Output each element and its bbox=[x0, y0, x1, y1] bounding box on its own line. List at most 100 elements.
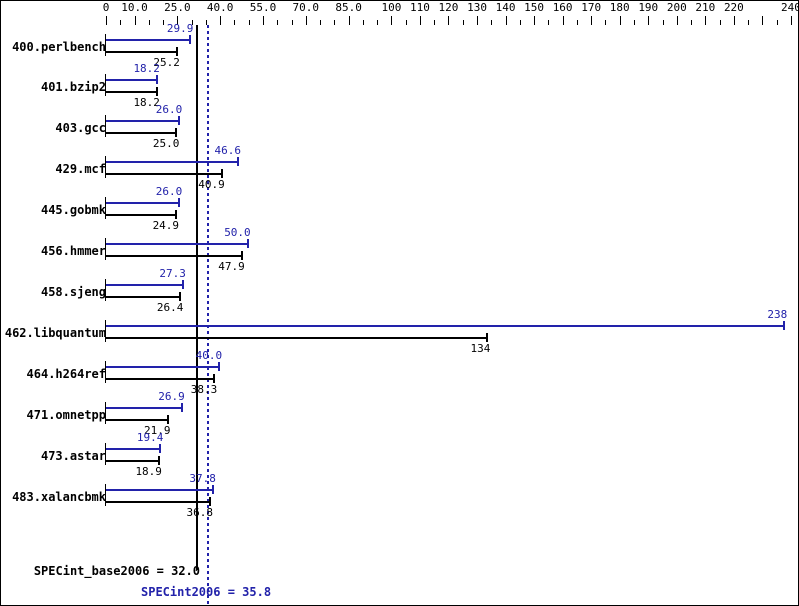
base-value-label: 21.9 bbox=[144, 424, 171, 437]
axis-tick-minor bbox=[519, 20, 521, 25]
axis-tick-label: 180 bbox=[609, 1, 630, 14]
base-bar-endcap bbox=[240, 251, 243, 260]
axis-tick-major bbox=[134, 16, 136, 25]
peak-value-label: 26.9 bbox=[158, 390, 185, 403]
row-left-cap bbox=[105, 115, 106, 137]
axis-tick-major bbox=[505, 16, 507, 25]
axis-tick-major bbox=[177, 16, 179, 25]
peak-bar bbox=[106, 489, 214, 491]
peak-value-label: 19.4 bbox=[136, 431, 164, 444]
base-bar bbox=[106, 501, 212, 503]
peak-value-label: 26.0 bbox=[155, 185, 183, 198]
axis-tick-minor bbox=[691, 20, 693, 25]
base-value-label: 24.9 bbox=[152, 219, 180, 232]
base-value-label: 18.9 bbox=[135, 465, 162, 478]
axis-tick-minor bbox=[491, 20, 493, 25]
axis-tick-minor bbox=[234, 20, 236, 25]
peak-bar-endcap bbox=[178, 198, 181, 207]
base-bar bbox=[106, 296, 182, 298]
axis-tick-minor bbox=[462, 20, 464, 25]
base-bar bbox=[106, 132, 178, 134]
axis-tick-major bbox=[348, 16, 350, 25]
benchmark-row: 471.omnetpp 26.9 21.9 bbox=[1, 391, 798, 437]
benchmark-label: 471.omnetpp bbox=[26, 408, 106, 422]
base-bar-endcap bbox=[486, 333, 489, 342]
axis-tick-label: 120 bbox=[438, 1, 459, 14]
reference-line-base bbox=[196, 25, 199, 570]
axis-tick-label: 220 bbox=[723, 1, 744, 14]
peak-bar bbox=[106, 407, 183, 409]
axis-tick-label: 190 bbox=[638, 1, 659, 14]
benchmark-label: 456.hmmer bbox=[40, 244, 106, 258]
base-bar-endcap bbox=[175, 47, 178, 56]
base-bar-endcap bbox=[179, 292, 182, 301]
peak-value-label: 37.8 bbox=[189, 472, 216, 485]
row-left-cap bbox=[105, 320, 106, 342]
axis-tick-major bbox=[305, 16, 307, 25]
axis-tick-label: 210 bbox=[695, 1, 716, 14]
base-bar-endcap bbox=[220, 169, 223, 178]
axis-tick-label: 150 bbox=[524, 1, 545, 14]
base-bar bbox=[106, 51, 178, 53]
specint-base-summary: SPECint_base2006 = 32.0 bbox=[33, 564, 200, 578]
axis-tick-minor bbox=[434, 20, 436, 25]
base-value-label: 25.0 bbox=[152, 137, 180, 150]
base-value-label: 134 bbox=[470, 342, 491, 355]
axis-tick-major bbox=[562, 16, 564, 25]
axis-tick-minor bbox=[377, 20, 379, 25]
base-bar-endcap bbox=[175, 128, 178, 137]
axis-tick-minor bbox=[120, 20, 122, 25]
base-bar-endcap bbox=[213, 374, 216, 383]
axis-tick-major bbox=[106, 16, 107, 25]
peak-bar bbox=[106, 120, 181, 122]
axis-tick-label: 100 bbox=[381, 1, 402, 14]
axis-tick-major bbox=[762, 16, 764, 25]
axis-tick-label: 170 bbox=[581, 1, 602, 14]
peak-value-label: 27.3 bbox=[159, 267, 186, 280]
axis-tick-label: 70.0 bbox=[292, 1, 320, 14]
axis-tick-major bbox=[676, 16, 678, 25]
axis-tick-label: 40.0 bbox=[206, 1, 234, 14]
axis-tick-minor bbox=[291, 20, 293, 25]
peak-bar-endcap bbox=[159, 444, 162, 453]
peak-bar-endcap bbox=[180, 403, 183, 412]
row-left-cap bbox=[105, 156, 106, 178]
base-bar-endcap bbox=[155, 87, 158, 96]
axis-tick-label: 0 bbox=[102, 1, 110, 14]
peak-value-label: 29.9 bbox=[166, 22, 194, 35]
peak-bar-endcap bbox=[189, 35, 192, 44]
axis-tick-minor bbox=[776, 20, 778, 25]
base-value-label: 26.4 bbox=[156, 301, 184, 314]
axis-tick-minor bbox=[576, 20, 578, 25]
row-left-cap bbox=[105, 484, 106, 506]
axis-tick-minor bbox=[662, 20, 664, 25]
axis-tick-minor bbox=[633, 20, 635, 25]
base-bar bbox=[106, 214, 178, 216]
axis-tick-label: 110 bbox=[410, 1, 430, 14]
benchmark-label: 473.astar bbox=[40, 449, 106, 463]
axis-tick-major bbox=[619, 16, 621, 25]
axis-tick-label: 25.0 bbox=[164, 1, 191, 14]
base-bar-endcap bbox=[166, 415, 169, 424]
base-value-label: 18.2 bbox=[133, 96, 160, 109]
peak-value-label: 46.6 bbox=[214, 144, 241, 157]
row-left-cap bbox=[105, 402, 106, 424]
axis-tick-label: 55.0 bbox=[249, 1, 277, 14]
peak-bar-endcap bbox=[155, 75, 158, 84]
axis-tick-minor bbox=[191, 20, 193, 25]
axis-tick-label: 10.0 bbox=[121, 1, 148, 14]
axis-tick-major bbox=[448, 16, 450, 25]
axis-tick-minor bbox=[748, 20, 750, 25]
row-left-cap bbox=[105, 443, 106, 465]
axis-tick-major bbox=[262, 16, 264, 25]
axis-tick-minor bbox=[148, 20, 150, 25]
base-bar-endcap bbox=[209, 497, 212, 506]
peak-bar-endcap bbox=[236, 157, 239, 166]
peak-bar bbox=[106, 79, 158, 81]
base-value-label: 38.3 bbox=[190, 383, 218, 396]
axis-tick-minor bbox=[248, 20, 250, 25]
base-bar bbox=[106, 378, 216, 380]
